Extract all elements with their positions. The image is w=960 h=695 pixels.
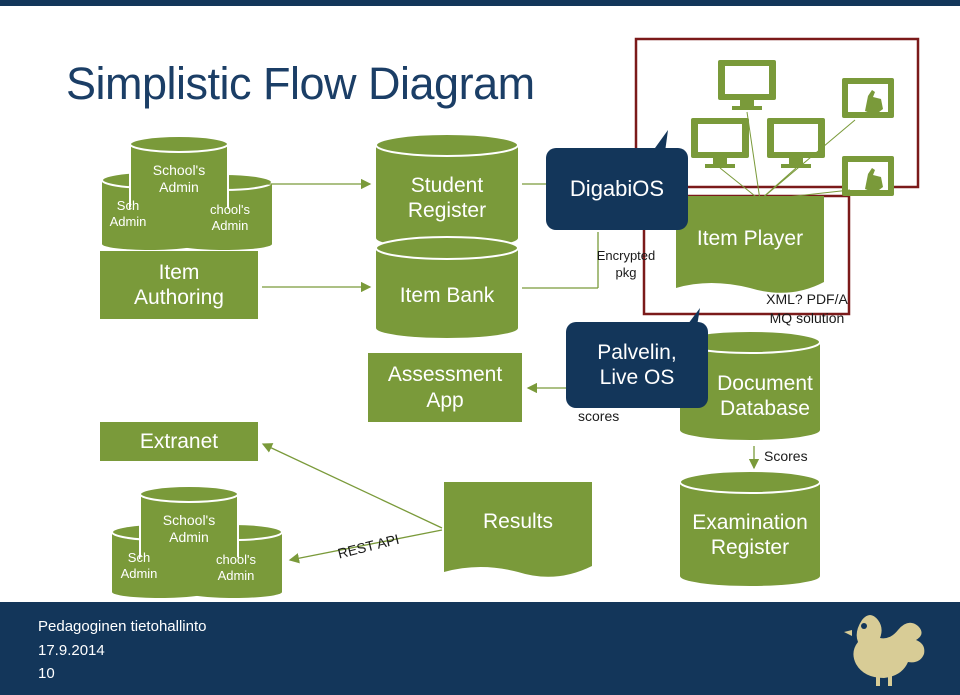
touch-screen-icon xyxy=(842,156,894,196)
arrow-results-to-extranet xyxy=(261,443,443,529)
scores-label: Scores xyxy=(764,448,808,464)
item-bank-label: Item Bank xyxy=(399,284,495,308)
extranet-label: Extranet xyxy=(139,429,219,453)
item-bank-cylinder xyxy=(375,236,519,338)
page-title: Simplistic Flow Diagram xyxy=(66,58,535,109)
monitor-icon xyxy=(691,118,749,168)
schools-admin-bottom-group xyxy=(111,485,283,598)
footer-page-number: 10 xyxy=(38,665,55,682)
footer-date: 17.9.2014 xyxy=(38,642,105,659)
monitor-icon xyxy=(718,60,776,110)
schools-admin-top-front xyxy=(129,135,229,214)
item-authoring-box xyxy=(100,251,258,319)
item-player-shape xyxy=(676,196,824,293)
device-fan-lines xyxy=(719,111,856,201)
schools-admin-bottom-front xyxy=(139,485,239,564)
assessment-app-box xyxy=(368,353,522,422)
footer-bar: Pedagoginen tietohallinto 17.9.2014 10 xyxy=(0,602,960,695)
top-bar xyxy=(0,0,960,6)
results-shape xyxy=(444,482,592,577)
extranet-box xyxy=(100,422,258,461)
devices-frame xyxy=(634,37,920,189)
scores-lower-label: scores xyxy=(578,408,620,424)
footer-org: Pedagoginen tietohallinto xyxy=(38,618,207,635)
rooster-icon xyxy=(844,615,925,686)
digabios-callout: DigabiOS xyxy=(546,148,688,230)
examination-register-cylinder xyxy=(679,470,821,586)
results-label: Results xyxy=(482,510,554,534)
touch-screen-icon xyxy=(842,78,894,118)
schools-admin-top-group xyxy=(101,135,273,250)
arrow-results-to-schools-admin xyxy=(288,529,443,564)
digabios-callout-tail xyxy=(655,130,668,152)
monitor-icon xyxy=(767,118,825,168)
palvelin-callout: Palvelin,Live OS xyxy=(566,322,708,408)
item-player-label: Item Player xyxy=(696,227,804,251)
